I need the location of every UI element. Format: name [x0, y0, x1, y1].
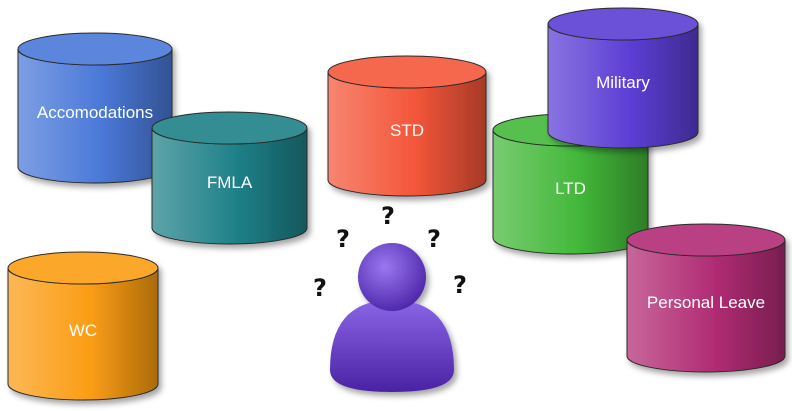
cylinder-label: Accomodations — [37, 103, 153, 122]
cylinder-top — [327, 55, 487, 89]
cylinder-std: STD — [327, 55, 487, 197]
cylinder-label: Military — [596, 73, 650, 92]
cylinder-accomodations: Accomodations — [17, 32, 173, 184]
cylinder-wc: WC — [7, 251, 159, 401]
cylinder-personal-leave: Personal Leave — [626, 223, 786, 373]
cylinder-top — [17, 32, 173, 66]
question-mark-icon: ? — [336, 225, 350, 253]
cylinder-top — [547, 7, 699, 41]
cylinder-label: LTD — [555, 179, 586, 198]
cylinder-label: FMLA — [207, 173, 253, 192]
cylinder-top — [151, 111, 308, 145]
cylinder-fmla: FMLA — [151, 111, 308, 245]
cylinder-label: Personal Leave — [647, 293, 765, 312]
cylinder-label: WC — [69, 321, 97, 340]
question-mark-icon: ? — [381, 202, 395, 230]
cylinder-top — [7, 251, 159, 285]
question-mark-icon: ? — [427, 225, 441, 253]
cylinder-top — [626, 223, 786, 257]
person-icon — [330, 243, 454, 392]
cylinder-label: STD — [390, 121, 424, 140]
question-mark-icon: ? — [313, 274, 327, 302]
cylinder-military: Military — [547, 7, 699, 149]
question-mark-icon: ? — [453, 271, 467, 299]
